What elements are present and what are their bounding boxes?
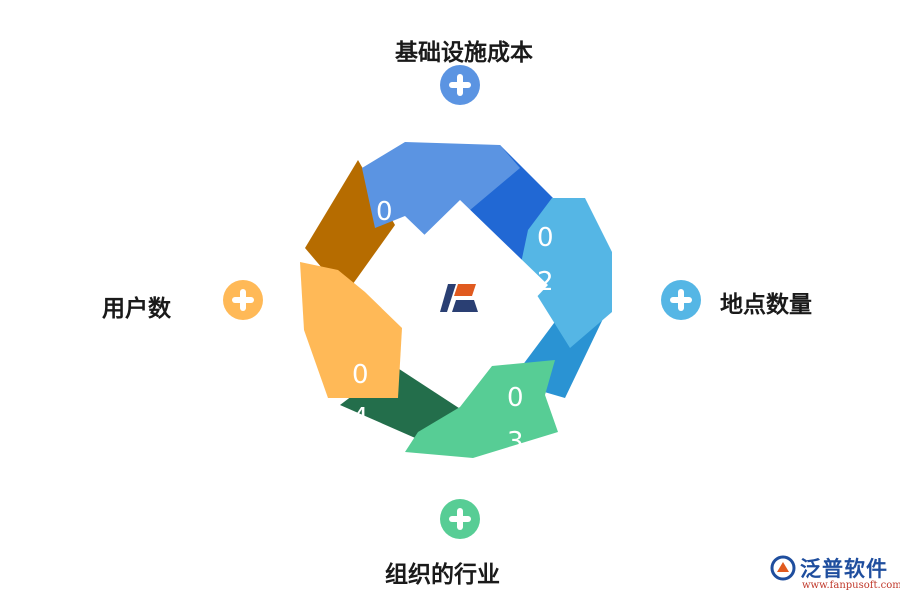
arrow-segment-1	[362, 142, 520, 242]
arrow-segment-2	[520, 198, 612, 348]
brand-name: 泛普软件	[800, 557, 888, 581]
arrow-3-number-top: 0	[507, 383, 524, 413]
arrow-3-number-bottom: 3	[507, 427, 524, 457]
arrow-4-number-top: 0	[352, 360, 369, 390]
arrow-2-number-top: 0	[537, 223, 554, 253]
label-location-count: 地点数量	[720, 292, 812, 318]
arrow-segment-4	[300, 262, 402, 398]
plus-circle-icon[interactable]	[440, 499, 480, 539]
brand-logo-icon	[770, 555, 796, 581]
arrow-1-number-top: 0	[376, 197, 393, 227]
hexagon-logo-icon	[440, 284, 478, 312]
brand-watermark: 泛普软件 www.fanpusoft.com	[770, 553, 900, 598]
arrow-4-number-bottom: 4	[352, 403, 369, 433]
plus-circle-icon[interactable]	[223, 280, 263, 320]
plus-circle-icon[interactable]	[661, 280, 701, 320]
brand-url: www.fanpusoft.com	[802, 580, 900, 591]
label-user-count: 用户数	[102, 296, 171, 322]
label-industry: 组织的行业	[385, 562, 500, 588]
label-infrastructure-cost: 基础设施成本	[395, 40, 533, 66]
arrow-2-number-bottom: 2	[537, 267, 554, 297]
arrow-segment-3	[405, 360, 558, 458]
arrow-1-number-bottom: 1	[376, 243, 393, 273]
plus-circle-icon[interactable]	[440, 65, 480, 105]
